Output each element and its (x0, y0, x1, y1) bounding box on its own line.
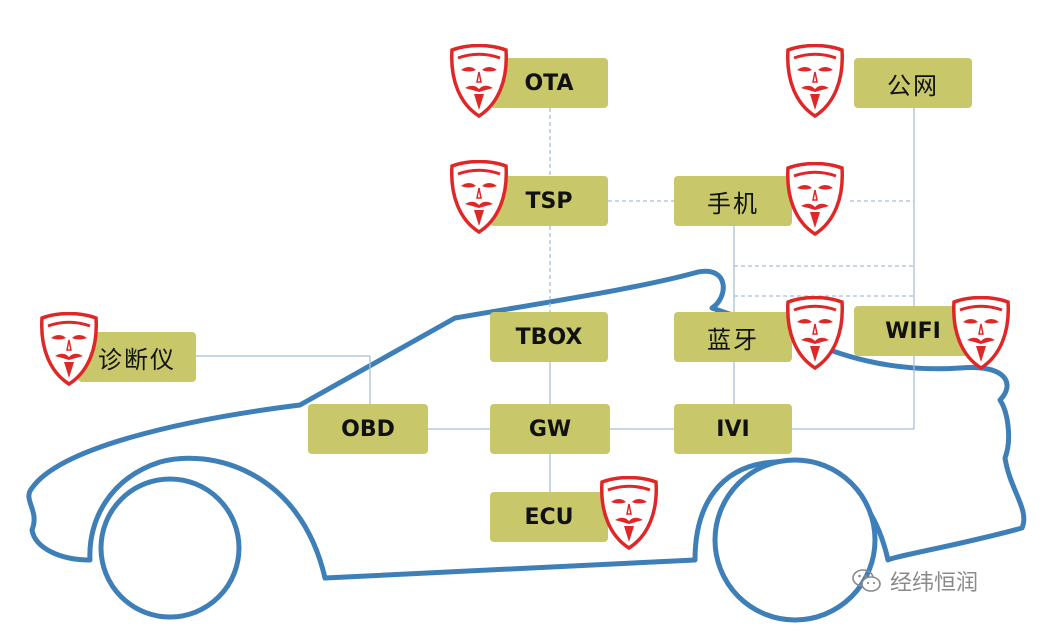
hacker-mask-icon (446, 159, 512, 236)
hacker-mask-icon (36, 311, 102, 388)
front-wheel (98, 476, 242, 620)
node-ivi: IVI (674, 404, 792, 454)
node-public-net: 公网 (854, 58, 972, 108)
node-diagnostic: 诊断仪 (78, 332, 196, 382)
wechat-icon (852, 569, 881, 592)
hacker-mask-icon (446, 43, 512, 120)
car-outline (26, 268, 1027, 581)
hacker-mask-icon (782, 161, 848, 238)
node-ecu: ECU (490, 492, 608, 542)
node-ota: OTA (490, 58, 608, 108)
hacker-mask-icon (782, 295, 848, 372)
watermark-text: 经纬恒润 (890, 571, 979, 596)
node-tsp: TSP (490, 176, 608, 226)
watermark: 经纬恒润 (852, 563, 1022, 599)
node-obd: OBD (308, 404, 428, 454)
hacker-mask-icon (596, 475, 662, 552)
node-tbox: TBOX (490, 312, 608, 362)
hacker-mask-icon (782, 43, 848, 120)
node-gw: GW (490, 404, 610, 454)
node-bluetooth: 蓝牙 (674, 312, 792, 362)
node-phone: 手机 (674, 176, 792, 226)
hacker-mask-icon (948, 295, 1014, 372)
rear-wheel (712, 457, 878, 623)
